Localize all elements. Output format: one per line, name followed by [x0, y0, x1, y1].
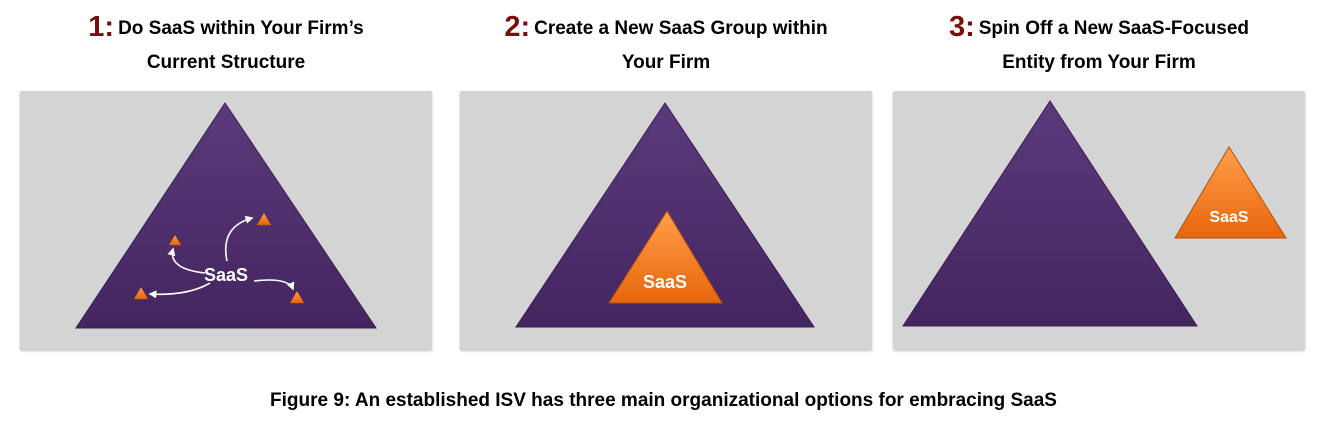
spread-arrow — [253, 279, 295, 291]
option-1: 1:Do SaaS within Your Firm’s Current Str… — [20, 0, 432, 350]
saas-small-triangle — [289, 290, 305, 304]
firm-triangle — [902, 100, 1198, 327]
option-1-title-line2: Current Structure — [146, 52, 306, 73]
option-3-panel: SaaS — [893, 91, 1305, 350]
option-1-number: 1: — [88, 11, 115, 43]
spread-arrow — [167, 247, 206, 274]
saas-label: SaaS — [204, 265, 248, 285]
option-2-heading: 2:Create a New SaaS Group within Your Fi… — [460, 0, 872, 88]
saas-group-triangle — [608, 210, 723, 304]
option-3-number: 3: — [948, 11, 975, 43]
option-3-title-line1: Spin Off a New SaaS-Focused — [978, 18, 1250, 39]
option-1-heading: 1:Do SaaS within Your Firm’s Current Str… — [20, 0, 432, 88]
saas-small-triangle — [256, 212, 272, 226]
option-2-number: 2: — [504, 11, 531, 43]
spread-arrow — [148, 282, 211, 299]
option-3: 3:Spin Off a New SaaS-Focused Entity fro… — [893, 0, 1305, 350]
firm-triangle — [75, 102, 377, 329]
option-3-heading: 3:Spin Off a New SaaS-Focused Entity fro… — [893, 0, 1305, 88]
option-2-title-line2: Your Firm — [621, 52, 711, 73]
figure-caption: Figure 9: An established ISV has three m… — [270, 390, 1057, 411]
option-1-title-line1: Do SaaS within Your Firm’s — [118, 18, 364, 39]
saas-entity-triangle — [1174, 146, 1287, 239]
option-3-title-line2: Entity from Your Firm — [1002, 52, 1196, 73]
option-2-title-line1: Create a New SaaS Group within — [534, 18, 828, 39]
spread-arrow — [225, 215, 254, 262]
option-1-panel: SaaS — [20, 91, 432, 350]
option-2: 2:Create a New SaaS Group within Your Fi… — [460, 0, 872, 350]
saas-label: SaaS — [643, 272, 687, 292]
saas-small-triangle — [133, 286, 149, 300]
saas-small-triangle — [168, 234, 182, 246]
saas-label: SaaS — [1209, 209, 1248, 226]
option-2-panel: SaaS — [460, 91, 872, 350]
